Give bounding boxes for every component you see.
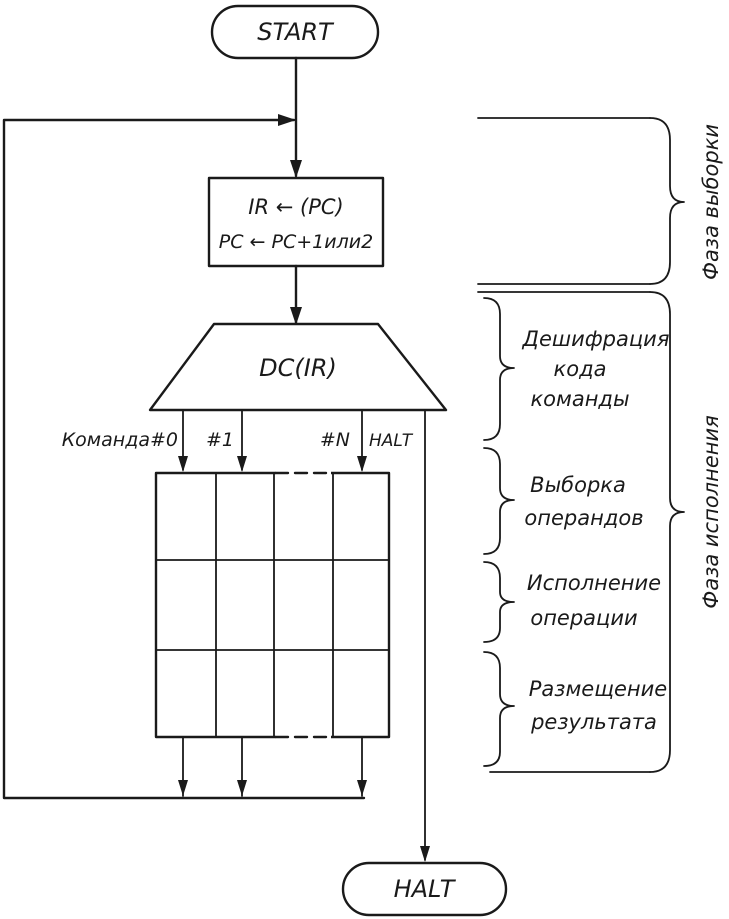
branch-label-0: Команда#0 <box>62 429 178 451</box>
fetch-line-2: PC ← PC+1или2 <box>219 231 373 253</box>
operation-grid <box>154 470 391 741</box>
step-decode-line-3: команды <box>530 387 629 411</box>
step-execute-line-1: Исполнение <box>527 571 661 595</box>
arrow-head <box>357 780 367 796</box>
fetch-block: IR ← (PC) PC ← PC+1или2 <box>207 176 385 268</box>
step-bracket-execute: Исполнение операции <box>483 561 661 643</box>
step-store-line-1: Размещение <box>529 677 667 701</box>
fetch-phase-label: Фаза выборки <box>699 124 723 280</box>
step-store-line-2: результата <box>530 710 657 734</box>
arrow-head <box>237 780 247 796</box>
branch-label-halt: HALT <box>369 431 414 451</box>
start-label: START <box>257 18 335 46</box>
branch-label-n: #N <box>320 429 350 451</box>
decoder-label: DC(IR) <box>259 354 337 382</box>
loop-back-line <box>2 118 366 800</box>
arrow-head <box>178 456 188 472</box>
step-operands-line-2: операндов <box>524 506 643 530</box>
halt-label: HALT <box>394 875 457 903</box>
step-bracket-operands: Выборка операндов <box>483 447 644 555</box>
step-decode-line-1: Дешифрация <box>522 327 670 351</box>
arrow-head <box>237 456 247 472</box>
arrow-head <box>290 307 302 325</box>
execute-phase-bracket: Фаза исполнения <box>477 291 723 773</box>
arrow-head <box>178 780 188 796</box>
fetch-phase-bracket: Фаза выборки <box>477 117 723 285</box>
start-terminal: START <box>210 4 380 60</box>
arrow-head <box>357 456 367 472</box>
decoder-block: DC(IR) <box>148 322 448 412</box>
arrow-head <box>290 160 302 178</box>
step-operands-line-1: Выборка <box>530 473 626 497</box>
halt-terminal: HALT <box>341 861 508 917</box>
step-bracket-decode: Дешифрация кода команды <box>483 297 670 441</box>
fetch-line-1: IR ← (PC) <box>248 195 343 219</box>
step-execute-line-2: операции <box>530 606 637 630</box>
execute-phase-label: Фаза исполнения <box>699 415 723 609</box>
arrow-head <box>420 846 430 862</box>
step-bracket-store: Размещение результата <box>483 651 667 767</box>
step-decode-line-2: кода <box>554 357 607 381</box>
branch-label-1: #1 <box>206 429 234 451</box>
loop-arrow-head <box>278 114 296 126</box>
